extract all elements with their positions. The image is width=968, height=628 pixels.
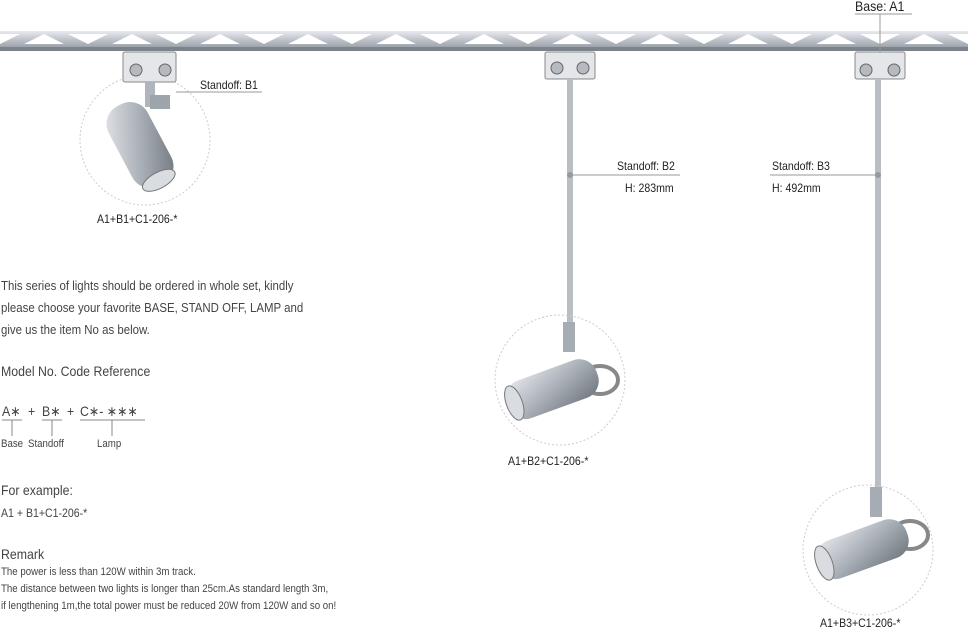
label-base: Base (1, 438, 24, 450)
truss-cutout (68, 34, 108, 44)
lamp-assembly-b2 (494, 51, 680, 446)
truss-cutout (508, 34, 548, 44)
model-part-c: C∗- ∗∗∗ (80, 403, 138, 419)
track-rail (0, 31, 968, 51)
truss-cutout (24, 34, 64, 44)
remark-line-3: if lengthening 1m,the total power must b… (1, 600, 337, 612)
truss-cutout (816, 34, 856, 44)
model-plus-2: + (67, 403, 75, 419)
intro-line-1: This series of lights should be ordered … (1, 278, 294, 293)
standoff-b3-callout: Standoff: B3 (772, 159, 830, 173)
model-part-a: A∗ (2, 403, 21, 419)
intro-line-3: give us the item No as below. (1, 322, 150, 337)
height-b3-callout: H: 492mm (772, 181, 821, 195)
example-title: For example: (1, 482, 73, 498)
height-b2-callout: H: 283mm (625, 181, 674, 195)
base-callout: Base: A1 (855, 0, 905, 14)
product-code-3: A1+B3+C1-206-* (820, 616, 901, 628)
truss-cutout (288, 34, 328, 44)
truss-cutout (684, 34, 724, 44)
truss-cutout (156, 34, 196, 44)
truss-cutout (772, 34, 812, 44)
remark-title: Remark (1, 546, 45, 562)
model-plus-1: + (28, 403, 36, 419)
truss-cutout (376, 34, 416, 44)
truss-cutout (640, 34, 680, 44)
label-standoff: Standoff (28, 438, 64, 450)
code-reference-lines (2, 419, 145, 436)
truss-cutout (0, 34, 20, 44)
lamp-assembly-b3 (770, 13, 934, 616)
product-code-2: A1+B2+C1-206-* (508, 454, 589, 468)
truss-cutout (200, 34, 240, 44)
truss-cutout (904, 34, 944, 44)
standoff-b1-callout: Standoff: B1 (200, 78, 258, 92)
truss-cutout (244, 34, 284, 44)
product-code-1: A1+B1+C1-206-* (97, 212, 178, 226)
remark-line-2: The distance between two lights is longe… (1, 583, 329, 595)
standoff-b2-callout: Standoff: B2 (617, 159, 675, 173)
lamp-assembly-b1 (79, 51, 262, 206)
truss-cutout (948, 34, 968, 44)
truss-cutout (552, 34, 592, 44)
truss-cutout (420, 34, 460, 44)
truss-cutout (464, 34, 504, 44)
label-lamp: Lamp (97, 438, 122, 450)
example-code: A1 + B1+C1-206-* (1, 506, 88, 520)
truss-cutout (332, 34, 372, 44)
truss-cutout (728, 34, 768, 44)
model-part-b: B∗ (42, 403, 61, 419)
truss-cutout (596, 34, 636, 44)
truss-cutout (112, 34, 152, 44)
remark-line-1: The power is less than 120W within 3m tr… (1, 566, 196, 578)
model-title: Model No. Code Reference (1, 363, 151, 379)
intro-line-2: please choose your favorite BASE, STAND … (1, 300, 304, 315)
